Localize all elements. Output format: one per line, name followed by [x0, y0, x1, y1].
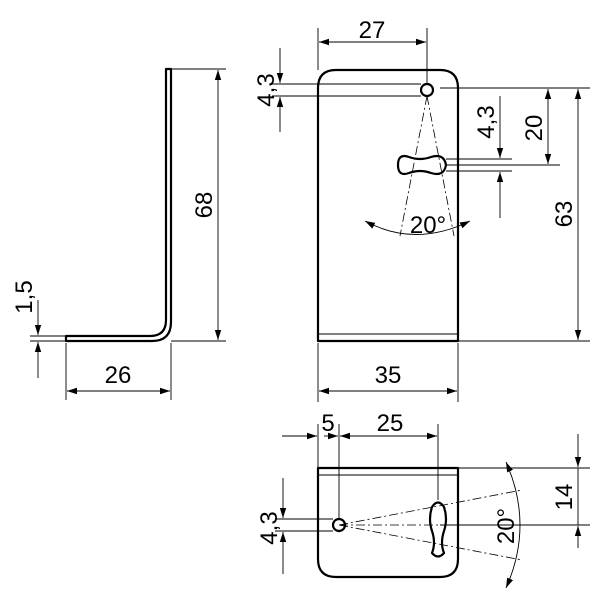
- base-length-dimension: 26: [65, 343, 172, 400]
- depth-label: 14: [551, 484, 578, 511]
- thickness-dimension: 1,5: [11, 280, 66, 378]
- mounting-hole: [419, 82, 435, 98]
- front-angle-label: 20°: [410, 212, 446, 239]
- side-view: 68 26 1,5: [11, 67, 226, 400]
- base-outline: [316, 466, 460, 579]
- front-view: 20° 27 4,3 4,3 20: [253, 17, 590, 402]
- base-hole-diameter-dimension: 4,3: [256, 478, 333, 574]
- base-slot: [428, 501, 448, 558]
- total-height-label: 63: [551, 201, 578, 228]
- total-height-dimension: 63: [458, 87, 590, 342]
- hole-offset-label: 27: [359, 17, 386, 44]
- base-angle-label: 20°: [493, 508, 520, 544]
- slot-width-dimension: 4,3: [446, 96, 512, 218]
- adjustment-slot: [396, 154, 448, 176]
- height-dimension: 68: [171, 68, 226, 342]
- slot-position-label: 20: [521, 115, 548, 142]
- hole-offset-dimension: 27: [317, 17, 428, 84]
- plate-outline: [316, 68, 460, 343]
- base-length-label: 26: [105, 362, 132, 389]
- bottom-view: 20° 5 25 4,3 14: [256, 410, 590, 589]
- depth-dimension: 14: [440, 434, 590, 548]
- width-dimension: 35: [317, 343, 459, 402]
- height-label: 68: [191, 192, 218, 219]
- thickness-label: 1,5: [11, 280, 38, 313]
- base-hole-diameter-label: 4,3: [256, 511, 283, 544]
- hole-diameter-label: 4,3: [253, 73, 280, 106]
- hole-diameter-dimension: 4,3: [253, 48, 421, 132]
- slot-x-label: 25: [377, 410, 404, 437]
- hole-x-label: 5: [321, 410, 334, 437]
- hole-x-dimension: 5 25: [282, 410, 439, 519]
- bracket-profile: [64, 67, 173, 343]
- width-label: 35: [375, 362, 402, 389]
- slot-width-label: 4,3: [473, 105, 500, 138]
